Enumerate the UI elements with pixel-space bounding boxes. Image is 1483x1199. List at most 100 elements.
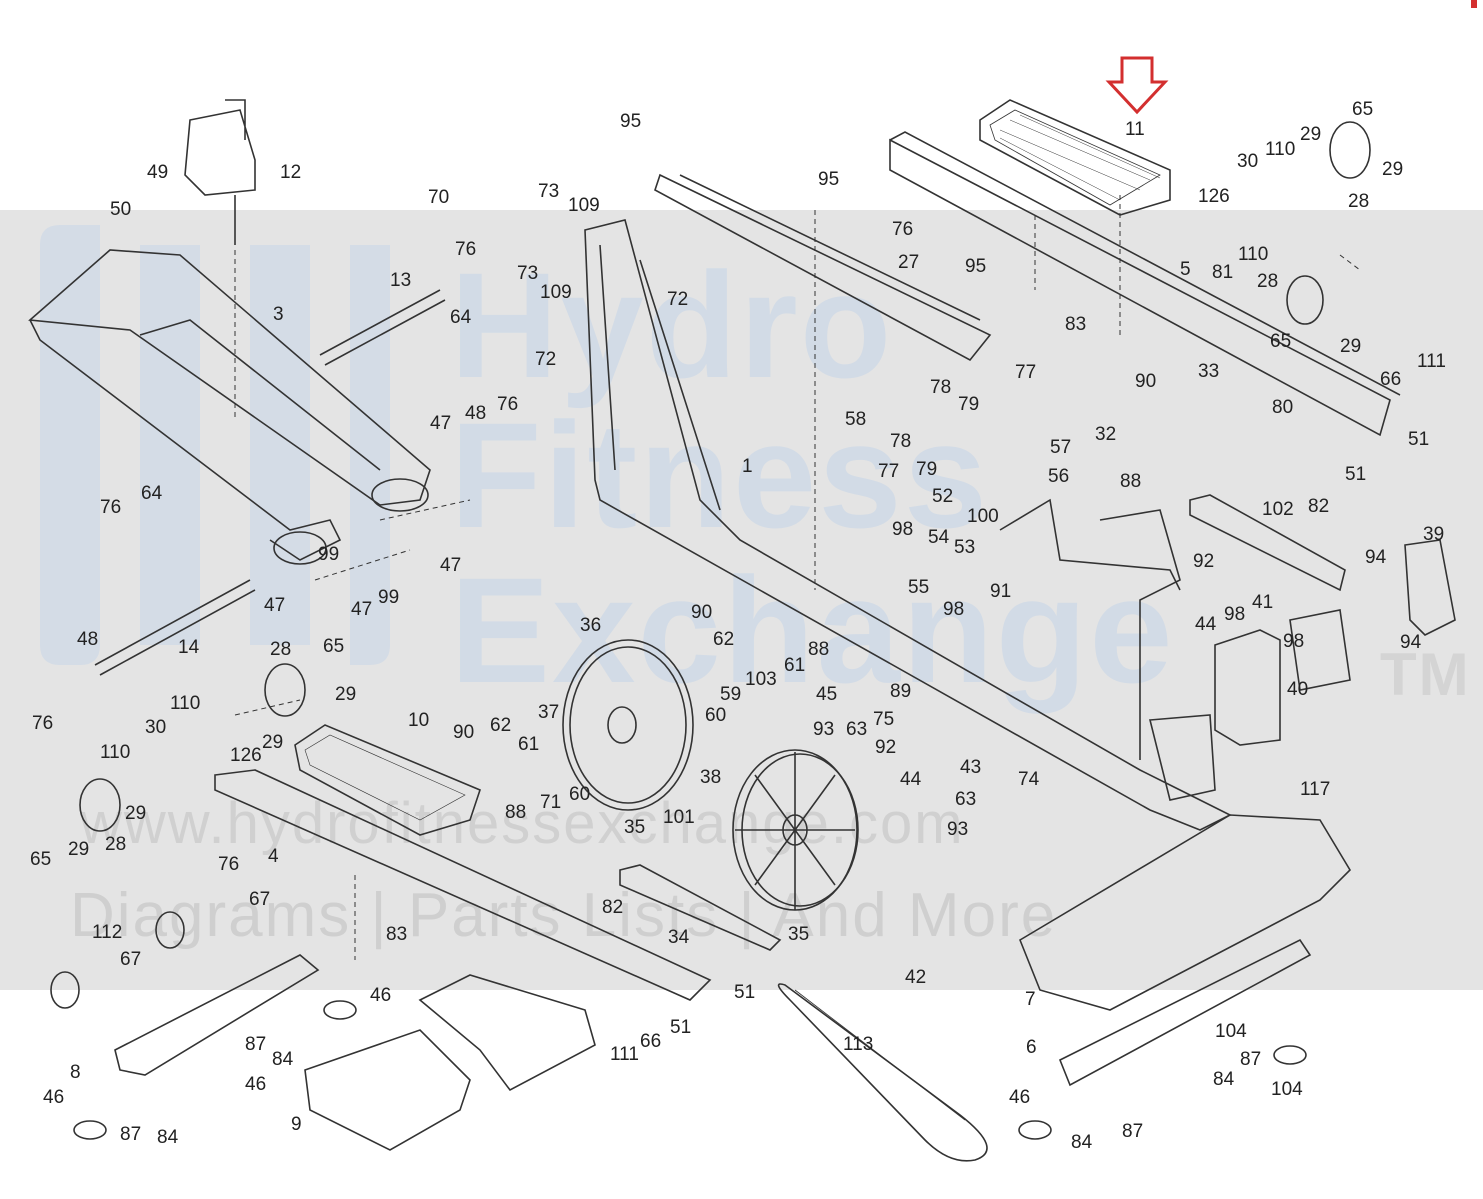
part-callout: 38 <box>700 767 722 788</box>
part-callout: 50 <box>110 199 132 220</box>
part-callout: 1 <box>742 456 753 477</box>
wheels <box>50 121 1371 1009</box>
part-callout: 99 <box>318 544 340 565</box>
part-callout: 60 <box>705 705 727 726</box>
part-callout: 82 <box>602 897 624 918</box>
part-callout: 84 <box>1071 1132 1093 1153</box>
part-callout: 35 <box>624 817 646 838</box>
part-callout: 110 <box>1238 244 1269 265</box>
part-callout: 63 <box>846 719 868 740</box>
part-callout: 87 <box>1240 1049 1262 1070</box>
part-callout: 76 <box>218 854 240 875</box>
part-callout: 93 <box>947 819 969 840</box>
rail-27 <box>654 173 992 362</box>
part-callout: 109 <box>540 282 572 303</box>
part-callout: 90 <box>1135 371 1157 392</box>
part-callout: 87 <box>120 1124 142 1145</box>
part-callout: 84 <box>272 1049 294 1070</box>
part-callout: 88 <box>1120 471 1142 492</box>
shroud-7 <box>1019 814 1352 1011</box>
part-callout: 14 <box>178 637 200 658</box>
base-6 <box>1058 938 1312 1087</box>
part-callout: 91 <box>990 581 1012 602</box>
part-callout: 51 <box>1345 464 1367 485</box>
part-callout: 9 <box>291 1114 302 1135</box>
part-callout: 56 <box>1048 466 1070 487</box>
watermark-band <box>0 210 1483 990</box>
part-callout: 60 <box>569 784 591 805</box>
part-callout: 13 <box>390 270 412 291</box>
part-callout: 29 <box>68 839 90 860</box>
part-callout: 94 <box>1365 547 1387 568</box>
part-callout: 29 <box>1300 124 1322 145</box>
part-callout: 32 <box>1095 424 1117 445</box>
part-callout: 76 <box>455 239 477 260</box>
part-callout: 46 <box>43 1087 65 1108</box>
part-callout: 52 <box>932 486 954 507</box>
part-callout: 76 <box>32 713 54 734</box>
part-callout: 77 <box>1015 362 1037 383</box>
part-callout: 44 <box>1195 614 1217 635</box>
part-callout: 113 <box>843 1034 874 1055</box>
part-callout: 34 <box>668 927 690 948</box>
part-callout: 89 <box>890 681 912 702</box>
part-callout: 65 <box>1352 99 1374 120</box>
part-callout: 111 <box>610 1044 639 1065</box>
part-callout: 109 <box>568 195 600 216</box>
part-callout: 42 <box>905 967 927 988</box>
part-callout: 76 <box>497 394 519 415</box>
part-callout: 73 <box>517 263 539 284</box>
part-callout: 46 <box>370 985 392 1006</box>
arm-102 <box>1189 494 1346 592</box>
part-callout: 29 <box>1340 336 1362 357</box>
part-callout: 43 <box>960 757 982 778</box>
part-callout: 51 <box>734 982 756 1003</box>
part-callout: 61 <box>784 655 806 676</box>
arm-5 <box>889 131 1401 437</box>
part-callout: 47 <box>351 599 373 620</box>
part-callout: 90 <box>453 722 475 743</box>
part-callout: 8 <box>70 1062 81 1083</box>
part-callout: 53 <box>954 537 976 558</box>
part-callout: 90 <box>691 602 713 623</box>
part-callout: 98 <box>1224 604 1246 625</box>
cover-39 <box>1404 539 1456 636</box>
part-callout: 7 <box>1025 989 1036 1010</box>
part-callout: 92 <box>875 737 897 758</box>
part-callout: 103 <box>745 669 777 690</box>
watermark-exchange: Exchange <box>450 546 1175 714</box>
part-callout: 112 <box>92 922 123 943</box>
part-callout: 62 <box>490 715 512 736</box>
shaft-14 <box>94 579 256 676</box>
part-callout: 5 <box>1180 259 1191 280</box>
part-callout: 47 <box>264 595 286 616</box>
part-callout: 99 <box>378 587 400 608</box>
part-callout: 51 <box>1408 429 1430 450</box>
part-callout: 79 <box>958 394 980 415</box>
part-callout: 117 <box>1300 779 1331 800</box>
part-callout: 71 <box>540 792 562 813</box>
part-callout: 84 <box>1213 1069 1235 1090</box>
watermark-tagline: Diagrams | Parts Lists | And More <box>70 881 1058 950</box>
part-callout: 57 <box>1050 437 1072 458</box>
pulley-38 <box>732 749 859 911</box>
part-callout: 44 <box>900 769 922 790</box>
part-callout: 73 <box>538 181 560 202</box>
shaft-13 <box>319 289 446 366</box>
part-callout: 78 <box>930 377 952 398</box>
part-callout: 36 <box>580 615 602 636</box>
part-callout: 62 <box>713 629 735 650</box>
part-callout: 79 <box>916 459 938 480</box>
part-callout: 11 <box>1125 119 1145 140</box>
part-callout: 46 <box>1009 1087 1031 1108</box>
part-callout: 28 <box>1257 271 1279 292</box>
controller-41 <box>1214 629 1281 746</box>
part-callout: 37 <box>538 702 560 723</box>
pedal-11 <box>979 99 1171 216</box>
part-callout: 78 <box>890 431 912 452</box>
part-callout: 6 <box>1026 1037 1037 1058</box>
part-callout: 47 <box>430 413 452 434</box>
part-callout: 67 <box>120 949 142 970</box>
